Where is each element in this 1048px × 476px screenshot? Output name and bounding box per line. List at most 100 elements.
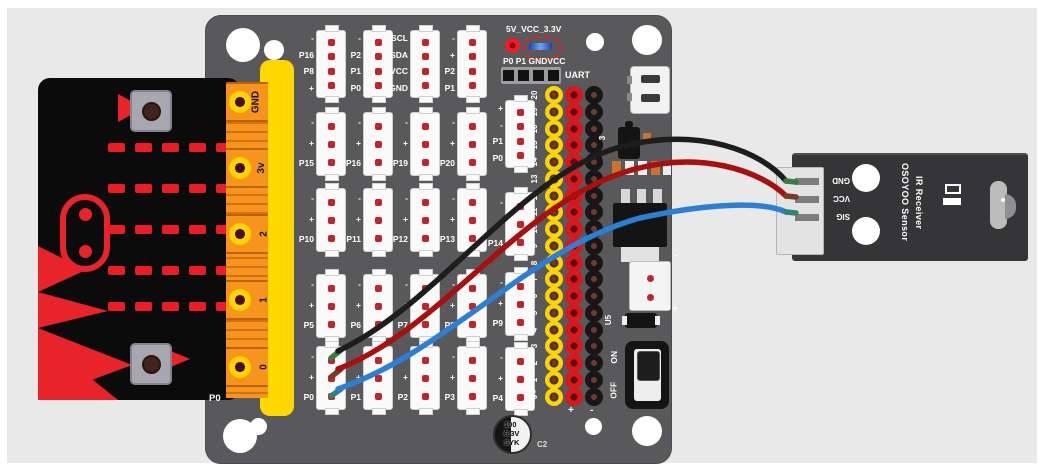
sensor-title-line1: OSOYOO Sensor bbox=[900, 163, 910, 242]
edge-pin-hole bbox=[229, 223, 251, 245]
pin-label: P8 bbox=[444, 320, 455, 331]
connector-pin bbox=[516, 282, 524, 290]
edge-pin-GND: GND bbox=[226, 82, 268, 122]
led bbox=[216, 266, 233, 275]
io-pin bbox=[545, 220, 563, 238]
vcc-pin bbox=[565, 354, 583, 372]
mount-hole bbox=[250, 418, 267, 435]
mount-hole bbox=[586, 33, 604, 51]
pin-label: P5 bbox=[303, 320, 314, 331]
connector-labels-p9: -+P9 bbox=[471, 272, 503, 334]
sensor-pin-label: SIG bbox=[836, 212, 850, 221]
pin-label: VCC bbox=[390, 66, 408, 76]
connector-labels-p19: -+P19 bbox=[376, 112, 408, 174]
led bbox=[135, 143, 152, 152]
io-pin bbox=[545, 169, 563, 188]
connector-pin bbox=[374, 122, 382, 130]
connector-pin bbox=[327, 67, 335, 75]
led bbox=[108, 266, 125, 275]
capacitor-ref: C2 bbox=[537, 440, 548, 449]
edge-pin-label: 1 bbox=[258, 297, 270, 303]
logo-dot bbox=[78, 208, 92, 221]
pin-label: + bbox=[356, 137, 361, 148]
connector-labels-p0: -+P0 bbox=[282, 346, 314, 408]
connector-pin bbox=[647, 275, 654, 282]
connector-pin bbox=[421, 67, 429, 75]
io-pin bbox=[545, 186, 563, 205]
pin-label: P20 bbox=[439, 158, 455, 169]
pin-label: - bbox=[452, 351, 455, 362]
header-pin bbox=[548, 70, 559, 81]
connector-pins bbox=[327, 35, 335, 93]
connector-pin bbox=[374, 38, 382, 46]
edge-pin-hole bbox=[229, 289, 251, 311]
pin-label: P19 bbox=[392, 158, 408, 169]
pin-label: + bbox=[356, 213, 361, 224]
io-pin bbox=[545, 236, 563, 255]
vcc-pin bbox=[565, 370, 583, 389]
vcc-pin bbox=[565, 186, 583, 205]
connector-pin bbox=[327, 140, 335, 148]
connector-pin bbox=[374, 392, 382, 400]
pin-label: P15 bbox=[298, 158, 314, 169]
header-pin-number: 2 bbox=[530, 360, 539, 366]
led bbox=[135, 302, 152, 311]
gnd-pin bbox=[585, 370, 603, 389]
pin-label: - bbox=[358, 193, 361, 204]
pin-label: P0 bbox=[303, 392, 314, 403]
pin-label: + bbox=[498, 217, 503, 228]
sensor-pin-label: VCC bbox=[833, 194, 850, 203]
connector-slot bbox=[795, 178, 819, 185]
capacitor-text-line: 6.3V bbox=[504, 429, 520, 438]
vcc-pin bbox=[565, 119, 583, 138]
ir-receiver-dome bbox=[990, 181, 1007, 229]
pin-label: + bbox=[450, 213, 455, 224]
gnd-pin bbox=[585, 387, 603, 406]
header-pin-number: 6 bbox=[530, 293, 539, 299]
connector-labels-p6: -+P6 bbox=[329, 274, 361, 336]
usb-slot bbox=[641, 75, 660, 83]
led bbox=[108, 225, 125, 234]
connector-pin bbox=[421, 122, 429, 130]
gnd-pin bbox=[585, 287, 603, 305]
pin-label: P9 bbox=[492, 318, 503, 329]
connector-pins bbox=[516, 277, 524, 331]
connector-pin bbox=[374, 53, 382, 61]
edge-pin-hole bbox=[229, 356, 251, 378]
sensor-connector bbox=[776, 167, 824, 255]
pin-label: + bbox=[309, 137, 314, 148]
connector-pin bbox=[516, 152, 524, 160]
led bbox=[108, 143, 125, 152]
jumper-pin bbox=[505, 38, 520, 53]
pin-label: + bbox=[309, 82, 314, 93]
vcc-pin bbox=[565, 303, 583, 322]
pin-label: P2 bbox=[350, 49, 361, 60]
vcc-pin bbox=[565, 387, 583, 406]
led bbox=[189, 184, 206, 193]
connector-pins bbox=[516, 105, 524, 163]
gnd-pin bbox=[585, 186, 603, 205]
pin-label: + bbox=[403, 299, 408, 310]
minus-column-label: - bbox=[590, 405, 594, 416]
connector-labels-p20: -+P20 bbox=[423, 112, 455, 174]
sensor-smd bbox=[945, 184, 961, 194]
ir-sensor-module bbox=[792, 153, 1028, 261]
connector-pin bbox=[421, 82, 429, 90]
io-pin bbox=[545, 387, 563, 406]
connector-labels-p12: -+P12 bbox=[376, 188, 408, 250]
header-pin-number: 13 bbox=[530, 174, 539, 184]
pin-label: SDA bbox=[390, 49, 408, 60]
connector-r1c2 bbox=[363, 25, 393, 103]
pin-label: - bbox=[452, 33, 455, 43]
pin-label: P12 bbox=[392, 234, 408, 245]
connector-pin bbox=[374, 67, 382, 75]
led bbox=[189, 225, 206, 234]
gnd-pin bbox=[585, 236, 603, 255]
pin-label: - bbox=[500, 352, 503, 363]
jumper-highlight bbox=[523, 36, 561, 60]
pin-label: P2 bbox=[444, 66, 455, 76]
pin-label: P10 bbox=[298, 234, 314, 245]
u5-label: U5 bbox=[604, 314, 614, 326]
